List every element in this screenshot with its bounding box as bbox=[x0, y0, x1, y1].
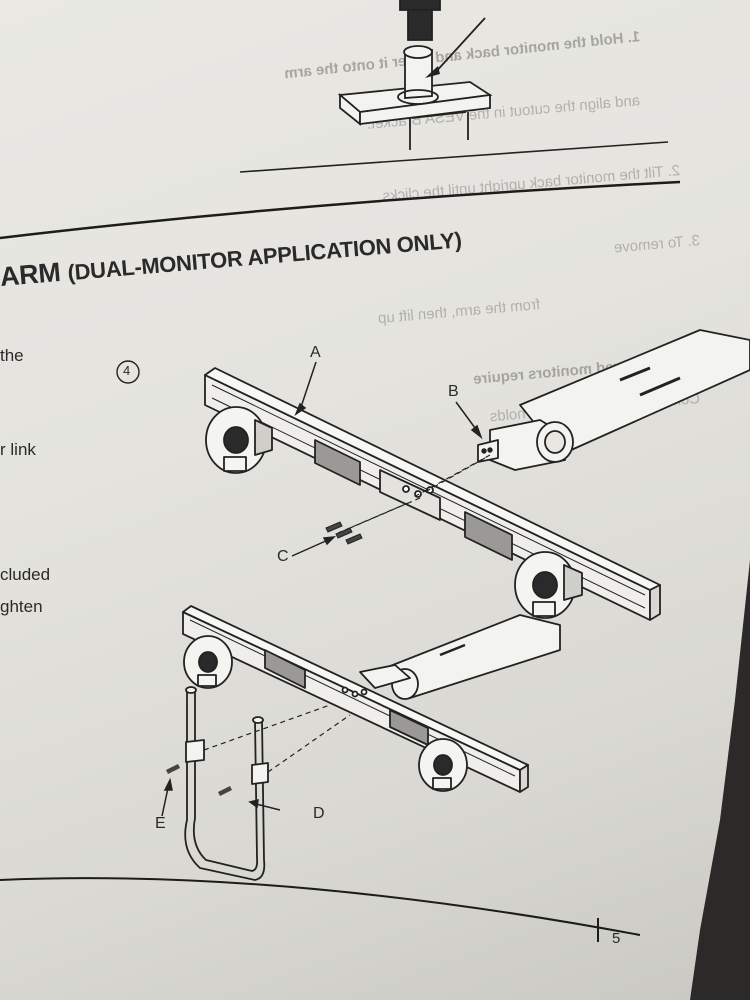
monitor-arm-b bbox=[477, 329, 750, 471]
rule-line bbox=[239, 141, 669, 173]
step-number-circle bbox=[116, 360, 140, 384]
bracket-d bbox=[184, 686, 269, 881]
body-text-fragment: the bbox=[0, 346, 24, 365]
stand-base-illustration bbox=[337, 0, 493, 150]
callout-label-a: A bbox=[310, 344, 321, 361]
page-number: 5 bbox=[612, 930, 621, 947]
section-divider bbox=[0, 180, 681, 240]
body-text-fragment: r link bbox=[0, 440, 36, 459]
body-text-fragment: cluded bbox=[0, 565, 51, 584]
pointer-line bbox=[432, 17, 486, 76]
alignment-lines-bottom bbox=[203, 704, 351, 773]
callout-label-b: B bbox=[448, 383, 459, 400]
callout-label-e: E bbox=[155, 815, 166, 832]
screws-c bbox=[325, 521, 363, 545]
step-number: 4 bbox=[123, 363, 131, 378]
bottom-crossbar-diagram bbox=[182, 605, 561, 793]
body-text-fragment: ghten bbox=[0, 597, 43, 616]
top-crossbar-diagram bbox=[204, 367, 661, 621]
callout-leaders bbox=[161, 361, 483, 817]
callout-label-c: C bbox=[277, 548, 289, 565]
page-bottom-line bbox=[0, 877, 641, 936]
callout-label-d: D bbox=[313, 805, 325, 822]
screws-e bbox=[166, 764, 232, 796]
